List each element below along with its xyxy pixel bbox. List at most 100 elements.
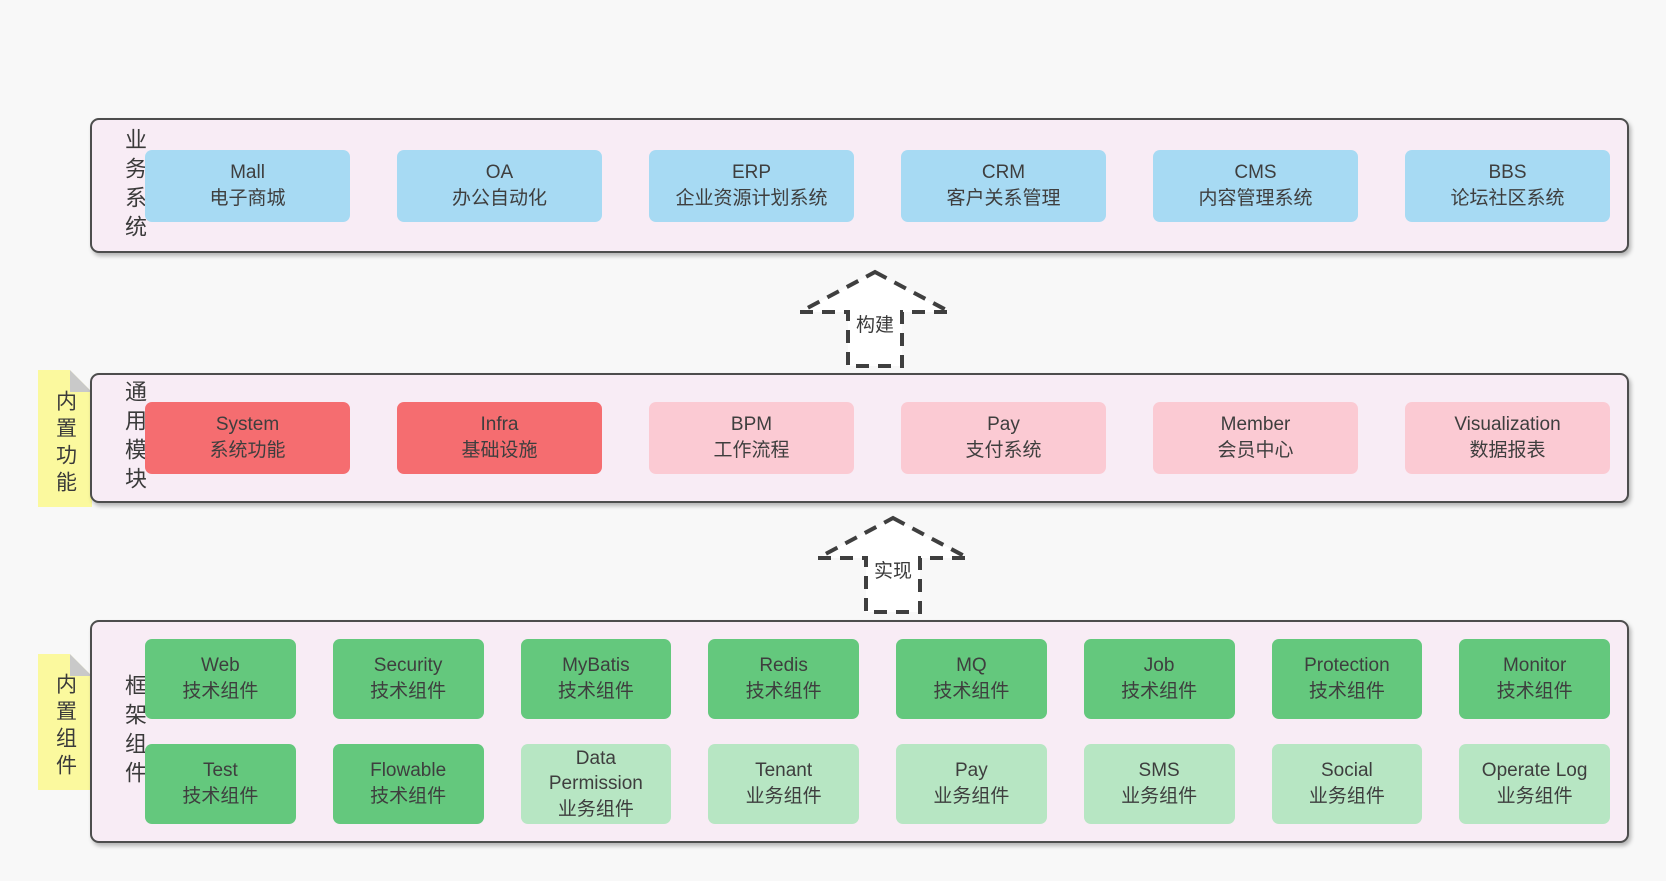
box-flowable: Flowable 技术组件 xyxy=(332,744,484,824)
arrow-build: 构建 xyxy=(790,262,960,374)
box-title: Pay xyxy=(955,760,988,782)
box-visualization: Visualization 数据报表 xyxy=(1405,402,1610,474)
box-title: CRM xyxy=(981,161,1026,183)
box-job: Job 技术组件 xyxy=(1083,639,1235,719)
box-title: Visualization xyxy=(1454,414,1561,436)
box-title: Protection xyxy=(1304,655,1390,677)
panel-label-business-systems: 业务系统 xyxy=(122,127,147,244)
box-member: Member 会员中心 xyxy=(1153,402,1358,474)
box-title: System xyxy=(215,414,280,436)
box-pay-module: Pay 支付系统 xyxy=(901,402,1106,474)
box-title: Tenant xyxy=(755,760,813,782)
panel-framework-components: 框架组件 Web 技术组件 Security 技术组件 MyBatis 技术组件… xyxy=(90,620,1629,843)
module-boxes: System 系统功能 Infra 基础设施 BPM 工作流程 Pay 支付系统… xyxy=(145,402,1627,474)
folded-corner-icon xyxy=(70,654,92,676)
box-title: Monitor xyxy=(1502,655,1567,677)
arrow-implement-label: 实现 xyxy=(869,555,917,584)
box-subtitle: 业务组件 xyxy=(1496,786,1573,807)
component-boxes: Web 技术组件 Security 技术组件 MyBatis 技术组件 Redi… xyxy=(145,639,1627,824)
arrow-implement: 实现 xyxy=(808,508,978,620)
box-title: Data Permission xyxy=(548,747,643,795)
note-builtin-components: 内置组件 xyxy=(38,654,92,790)
box-oa: OA 办公自动化 xyxy=(397,149,602,222)
box-subtitle: 技术组件 xyxy=(1121,681,1198,702)
box-title: Flowable xyxy=(370,760,447,782)
box-title: ERP xyxy=(731,161,772,183)
box-subtitle: 会员中心 xyxy=(1217,440,1294,461)
box-subtitle: 支付系统 xyxy=(965,440,1042,461)
note-builtin-features: 内置功能 xyxy=(38,370,92,507)
panel-common-modules: 通用模块 System 系统功能 Infra 基础设施 BPM 工作流程 Pay… xyxy=(90,373,1629,503)
box-subtitle: 技术组件 xyxy=(1308,681,1385,702)
box-erp: ERP 企业资源计划系统 xyxy=(649,149,854,222)
box-monitor: Monitor 技术组件 xyxy=(1459,639,1610,719)
box-title: Security xyxy=(373,655,443,677)
box-subtitle: 技术组件 xyxy=(370,681,447,702)
box-subtitle: 系统功能 xyxy=(209,440,286,461)
box-title: Mall xyxy=(230,161,265,183)
box-security: Security 技术组件 xyxy=(332,639,484,719)
box-subtitle: 工作流程 xyxy=(713,440,790,461)
box-subtitle: 技术组件 xyxy=(1496,681,1573,702)
box-subtitle: 内容管理系统 xyxy=(1198,187,1313,209)
business-box-row: Mall 电子商城 OA 办公自动化 ERP 企业资源计划系统 CRM 客户关系… xyxy=(145,149,1610,222)
box-title: Social xyxy=(1321,760,1373,782)
box-data-permission: Data Permission 业务组件 xyxy=(520,744,672,824)
folded-corner-icon xyxy=(70,370,92,392)
box-title: CMS xyxy=(1234,161,1277,183)
box-title: BPM xyxy=(730,414,773,436)
box-cms: CMS 内容管理系统 xyxy=(1153,149,1358,222)
box-subtitle: 业务组件 xyxy=(557,798,634,820)
box-title: MyBatis xyxy=(562,655,630,677)
box-subtitle: 企业资源计划系统 xyxy=(675,187,828,209)
box-title: Test xyxy=(202,760,238,782)
box-subtitle: 技术组件 xyxy=(933,681,1010,702)
box-subtitle: 电子商城 xyxy=(209,187,286,209)
component-box-row-2: Test 技术组件 Flowable 技术组件 Data Permission … xyxy=(145,744,1610,824)
box-subtitle: 技术组件 xyxy=(370,786,447,807)
box-subtitle: 办公自动化 xyxy=(451,187,547,209)
box-subtitle: 论坛社区系统 xyxy=(1450,187,1565,209)
box-title: Infra xyxy=(480,414,519,436)
box-pay-component: Pay 业务组件 xyxy=(896,744,1047,824)
box-mybatis: MyBatis 技术组件 xyxy=(520,639,672,719)
box-redis: Redis 技术组件 xyxy=(708,639,859,719)
box-title: Redis xyxy=(759,655,808,677)
box-subtitle: 业务组件 xyxy=(1121,786,1198,807)
box-subtitle: 基础设施 xyxy=(461,440,538,461)
box-title: BBS xyxy=(1488,161,1527,183)
module-box-row: System 系统功能 Infra 基础设施 BPM 工作流程 Pay 支付系统… xyxy=(145,402,1610,474)
box-test: Test 技术组件 xyxy=(145,744,296,824)
box-subtitle: 客户关系管理 xyxy=(946,187,1061,209)
box-subtitle: 技术组件 xyxy=(745,681,822,702)
box-tenant: Tenant 业务组件 xyxy=(708,744,859,824)
box-subtitle: 技术组件 xyxy=(557,681,634,702)
box-subtitle: 数据报表 xyxy=(1469,440,1546,461)
box-title: Pay xyxy=(987,414,1020,436)
box-sms: SMS 业务组件 xyxy=(1083,744,1235,824)
box-title: OA xyxy=(485,161,514,183)
box-mq: MQ 技术组件 xyxy=(896,639,1047,719)
panel-business-systems: 业务系统 Mall 电子商城 OA 办公自动化 ERP 企业资源计划系统 CRM… xyxy=(90,118,1629,253)
box-subtitle: 技术组件 xyxy=(182,786,259,807)
business-boxes: Mall 电子商城 OA 办公自动化 ERP 企业资源计划系统 CRM 客户关系… xyxy=(145,149,1627,222)
component-box-row-1: Web 技术组件 Security 技术组件 MyBatis 技术组件 Redi… xyxy=(145,639,1610,719)
box-title: SMS xyxy=(1138,760,1180,782)
arrow-build-label: 构建 xyxy=(851,309,899,338)
box-web: Web 技术组件 xyxy=(145,639,296,719)
box-title: Member xyxy=(1220,414,1291,436)
box-bbs: BBS 论坛社区系统 xyxy=(1405,149,1610,222)
box-subtitle: 业务组件 xyxy=(933,786,1010,807)
box-subtitle: 技术组件 xyxy=(182,681,259,702)
box-infra: Infra 基础设施 xyxy=(397,402,602,474)
box-title: Web xyxy=(201,655,240,677)
box-title: MQ xyxy=(956,655,987,677)
box-subtitle: 业务组件 xyxy=(1308,786,1385,807)
box-system: System 系统功能 xyxy=(145,402,350,474)
panel-label-common-modules: 通用模块 xyxy=(122,380,147,496)
box-bpm: BPM 工作流程 xyxy=(649,402,854,474)
note-builtin-components-label: 内置组件 xyxy=(53,673,77,781)
panel-label-framework-components: 框架组件 xyxy=(122,673,147,790)
box-subtitle: 业务组件 xyxy=(745,786,822,807)
box-crm: CRM 客户关系管理 xyxy=(901,149,1106,222)
